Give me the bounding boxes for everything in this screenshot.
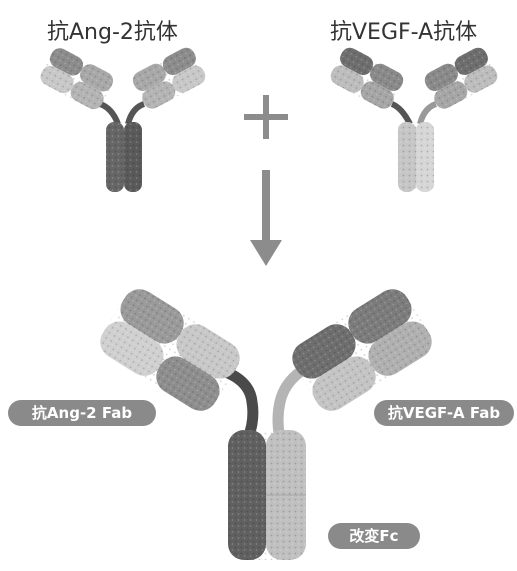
vegf-fab	[286, 283, 438, 417]
arrow-down-icon	[250, 170, 282, 266]
title-anti-ang2-antibody: 抗Ang-2抗体	[47, 14, 178, 46]
plus-icon	[244, 95, 288, 139]
modified-fc	[228, 430, 306, 560]
title-anti-vegf-antibody: 抗VEGF-A抗体	[330, 14, 477, 46]
label-modified-fc: 改変Fc	[328, 523, 420, 549]
anti-vegf-antibody	[328, 45, 501, 192]
label-ang2-fab: 抗Ang-2 Fab	[8, 400, 156, 426]
label-vegf-fab: 抗VEGF-A Fab	[374, 400, 514, 426]
anti-ang2-antibody	[37, 45, 208, 192]
ang2-fab	[94, 283, 246, 417]
